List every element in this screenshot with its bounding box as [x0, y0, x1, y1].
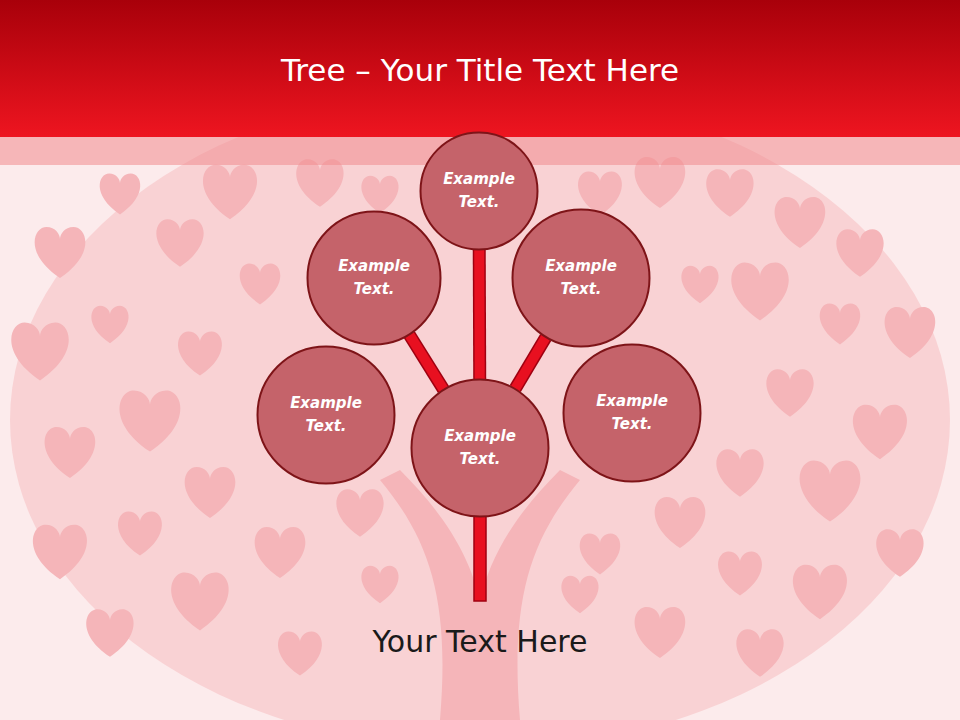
circle-node: Example Text.	[410, 378, 550, 518]
circle-node: Example Text.	[511, 208, 651, 348]
branch-connector	[409, 335, 443, 390]
branch-connector	[479, 250, 481, 379]
text-label: Your Text Here	[0, 624, 960, 659]
node-text: Example Text.	[287, 392, 365, 438]
circle-node: Example Text.	[419, 131, 539, 251]
node-text: Example Text.	[335, 255, 413, 301]
node-text: Example Text.	[542, 255, 620, 301]
slide-title: Tree – Your Title Text Here	[0, 52, 960, 88]
circle-outline	[410, 378, 550, 518]
circle-node: Example Text.	[306, 210, 442, 346]
node-text: Example Text.	[440, 168, 518, 214]
circle-node: Example Text.	[256, 345, 396, 485]
circle-node: Example Text.	[562, 343, 702, 483]
circle-outline	[256, 345, 396, 485]
branch-connector	[515, 337, 546, 388]
node-text: Example Text.	[441, 425, 519, 471]
circle-outline	[511, 208, 651, 348]
node-text: Example Text.	[593, 390, 671, 436]
circle-outline	[419, 131, 539, 251]
circle-outline	[306, 210, 442, 346]
circle-outline	[562, 343, 702, 483]
tree-trunk	[474, 505, 486, 601]
